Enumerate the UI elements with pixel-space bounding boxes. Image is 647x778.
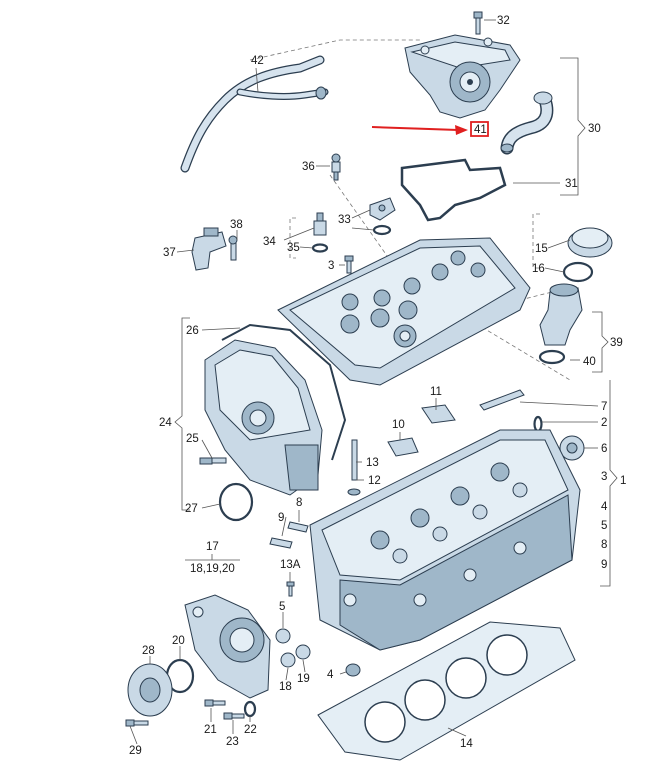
valve-part-37 [191, 227, 238, 271]
callout-24: 24 [159, 417, 172, 429]
callout-35: 35 [287, 242, 300, 254]
callout-21: 21 [204, 724, 217, 736]
sprocket-part-6 [533, 415, 585, 461]
callout-37: 37 [163, 247, 176, 259]
pump-assembly-part-17 [165, 594, 271, 699]
callout-8: 8 [296, 497, 302, 509]
callout-27: 27 [185, 503, 198, 515]
highlight-box-41 [470, 121, 489, 137]
bolts-parts-21-22-23 [204, 699, 257, 720]
callout-14: 14 [460, 738, 473, 750]
callout-20: 20 [172, 635, 185, 647]
callout-2: 2 [601, 417, 607, 429]
hose-part-41 [500, 91, 554, 155]
leader-lines [129, 19, 599, 745]
callout-42: 42 [251, 55, 264, 67]
oil-cap-part-16 [562, 227, 613, 283]
small-parts-7-10-11 [387, 389, 525, 457]
bolt-part-13a [286, 581, 295, 597]
callout-15: 15 [535, 243, 548, 255]
breather-hose-part-42 [180, 55, 329, 173]
cover-ports [340, 250, 486, 348]
callout-13: 13 [366, 457, 379, 469]
callout-26: 26 [186, 325, 199, 337]
callout-22: 22 [244, 724, 257, 736]
callout-17: 17 [206, 541, 219, 553]
callout-5: 5 [601, 520, 607, 532]
callout-19: 19 [297, 673, 310, 685]
pulley-part-28 [125, 663, 173, 727]
callout-23: 23 [226, 736, 239, 748]
callout-6: 6 [601, 443, 607, 455]
callout-33: 33 [338, 214, 351, 226]
callout-labels: 32 42 41 30 31 36 33 38 34 35 37 15 3 16… [129, 15, 626, 757]
callout-18-19-20: 18,19,20 [190, 563, 235, 575]
sensor-part-34 [311, 212, 329, 253]
callout-3-upper: 3 [328, 260, 334, 272]
guide-pins-part-8-9 [269, 521, 309, 549]
relation-lines [249, 39, 571, 381]
cylinder-head [309, 429, 581, 651]
callout-38: 38 [230, 219, 243, 231]
head-bores [343, 462, 528, 607]
head-gasket-part-14 [317, 621, 576, 761]
callout-11: 11 [430, 386, 442, 398]
filler-neck-part-39 [538, 283, 583, 365]
callout-16: 16 [532, 263, 545, 275]
callout-39: 39 [610, 337, 623, 349]
callout-28: 28 [142, 645, 155, 657]
callout-8-right: 8 [601, 539, 607, 551]
cylinder-head-cover [277, 237, 531, 386]
callout-10: 10 [392, 419, 405, 431]
callout-41: 41 [474, 124, 487, 136]
callout-29: 29 [129, 745, 142, 757]
bolt-part-3-upper [344, 255, 354, 274]
callout-4: 4 [601, 501, 608, 513]
callout-31: 31 [565, 178, 578, 190]
callout-9: 9 [278, 512, 284, 524]
oil-separator-part-30 [404, 11, 521, 119]
gasket-part-31 [400, 158, 507, 222]
bracket-part-33 [369, 197, 396, 236]
callout-4-lower: 4 [327, 669, 334, 681]
callout-34: 34 [263, 236, 276, 248]
callout-5-lower: 5 [279, 601, 285, 613]
callout-18: 18 [279, 681, 292, 693]
callout-25: 25 [186, 433, 199, 445]
callout-36: 36 [302, 161, 315, 173]
callout-3: 3 [601, 471, 607, 483]
sensor-part-36 [331, 153, 341, 181]
timing-cover-part-24 [199, 323, 347, 522]
callout-30: 30 [588, 123, 601, 135]
callout-40: 40 [583, 356, 596, 368]
stud-part-13 [347, 439, 361, 496]
bushings-parts-4-5-18-19 [275, 628, 361, 677]
highlight-arrow [371, 125, 468, 135]
callout-1: 1 [620, 475, 626, 487]
callout-13a: 13A [280, 559, 301, 571]
callout-12: 12 [368, 475, 381, 487]
group-brackets [174, 57, 618, 587]
callout-7: 7 [601, 401, 607, 413]
callout-32: 32 [497, 15, 510, 27]
callout-9-right: 9 [601, 559, 607, 571]
